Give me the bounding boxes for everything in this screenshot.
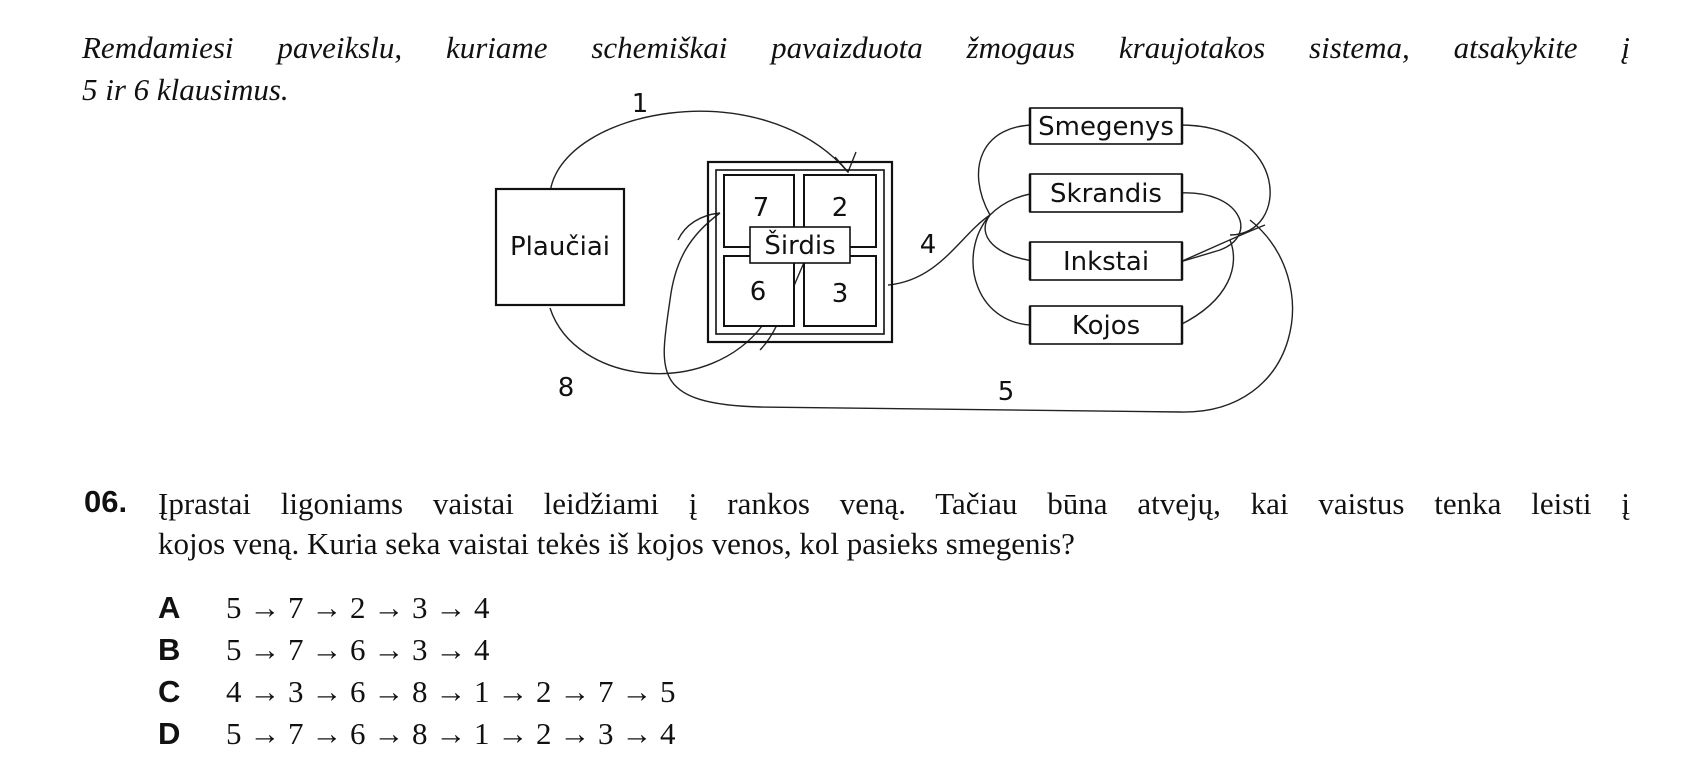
vessel-8-label: 8	[558, 373, 575, 403]
chamber-6-label: 6	[750, 277, 767, 307]
option-a-letter: A	[158, 590, 181, 625]
lungs-label: Plaučiai	[510, 232, 610, 262]
vessel-legs-out	[1179, 239, 1235, 326]
vessel-8-path	[549, 307, 766, 375]
option-c-letter: C	[158, 674, 181, 709]
chamber-3-label: 3	[832, 279, 849, 309]
intro-line-1: Remdamiesi paveikslu, kuriame schemiškai…	[82, 30, 1630, 65]
vessel-stomach-out	[1179, 192, 1242, 263]
organ-brain-box	[1029, 107, 1183, 145]
vessel-kidney-in	[984, 214, 1043, 263]
question-text-line-1: Įprastai ligoniams vaistai leidžiami į r…	[158, 486, 1630, 521]
question-text-line-2: kojos veną. Kuria seka vaistai tekės iš …	[158, 526, 1075, 561]
chamber-3-box	[803, 255, 877, 327]
option-d-letter: D	[158, 716, 181, 751]
option-d-sequence: 5 → 7 → 6 → 8 → 1 → 2 → 3 → 4	[226, 716, 676, 751]
vessel-5-path	[663, 212, 1294, 413]
chamber-7-label: 7	[753, 193, 770, 223]
option-a-sequence: 5 → 7 → 2 → 3 → 4	[226, 590, 490, 625]
question-number: 06.	[84, 484, 128, 519]
intro-line-2: 5 ir 6 klausimus.	[82, 72, 289, 107]
heart-label: Širdis	[764, 229, 835, 261]
heart-label-box	[749, 226, 851, 264]
question-text: Įprastai ligoniams vaistai leidžiami į r…	[158, 484, 1630, 564]
option-b-letter: B	[158, 632, 181, 667]
vessel-brain-in	[977, 124, 1043, 216]
organ-stomach-label: Skrandis	[1050, 179, 1162, 209]
vessel-4-path	[887, 214, 991, 286]
vessel-kidney-out	[1179, 224, 1266, 263]
vessel-5-label: 5	[998, 377, 1015, 407]
vessel-1-path	[549, 110, 849, 194]
chamber-6-box	[723, 255, 795, 327]
heart-outer-box	[706, 160, 894, 344]
organ-stomach-box	[1029, 173, 1183, 213]
vessel-4-label: 4	[920, 230, 937, 260]
organ-brain-label: Smegenys	[1038, 112, 1174, 142]
organ-kidney-label: Inkstai	[1063, 247, 1149, 277]
vessel-brain-out	[1179, 124, 1271, 236]
vessel-1-label: 1	[632, 89, 649, 119]
chamber-2-label: 2	[832, 193, 849, 223]
lungs-box	[494, 187, 626, 307]
option-c-sequence: 4 → 3 → 6 → 8 → 1 → 2 → 7 → 5	[226, 674, 676, 709]
organ-legs-label: Kojos	[1072, 311, 1140, 341]
option-b-sequence: 5 → 7 → 6 → 3 → 4	[226, 632, 490, 667]
vessel-legs-in	[972, 214, 1043, 326]
heart-inner-box	[715, 169, 885, 335]
